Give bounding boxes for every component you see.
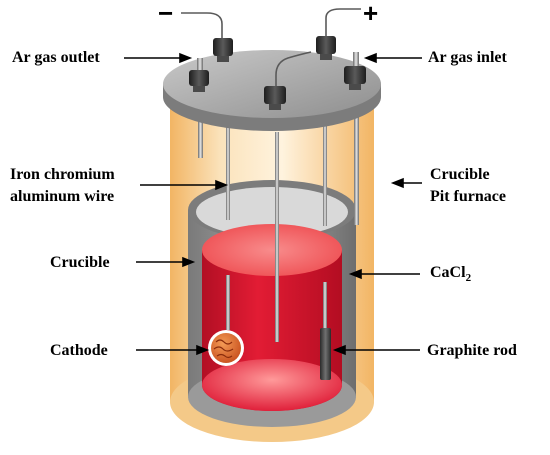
label-ar-gas-inlet: Ar gas inlet <box>428 49 507 66</box>
lid-fitting-positive <box>316 36 336 60</box>
lid-fitting-inlet <box>344 52 366 90</box>
lid-fitting-negative <box>213 38 233 62</box>
lid-rods <box>198 70 359 342</box>
label-cacl2: CaCl2 <box>430 262 471 289</box>
label-graphite-rod: Graphite rod <box>427 342 517 359</box>
label-cathode: Cathode <box>50 342 108 359</box>
label-cacl2-base: CaCl <box>430 264 466 281</box>
lead-wires <box>181 8 361 86</box>
graphite-rod <box>320 328 331 380</box>
label-crucible-pit-line2: Pit furnace <box>430 188 506 205</box>
label-iron-chromium-line2: aluminum wire <box>10 188 115 205</box>
label-crucible-pit-line1: Crucible <box>430 166 490 183</box>
label-cacl2-subscript: 2 <box>465 272 472 285</box>
label-iron-chromium-line1: Iron chromium <box>10 166 115 183</box>
positive-terminal-sign: + <box>363 0 379 28</box>
cathode-pellet <box>208 330 244 366</box>
label-ar-gas-outlet: Ar gas outlet <box>12 49 100 66</box>
lid-fitting-outlet <box>189 58 209 92</box>
label-crucible: Crucible <box>50 254 110 271</box>
lid-fitting-center <box>264 86 286 110</box>
negative-terminal-sign: − <box>158 0 174 28</box>
leader-arrows <box>124 52 422 356</box>
molten-salt <box>202 224 342 411</box>
